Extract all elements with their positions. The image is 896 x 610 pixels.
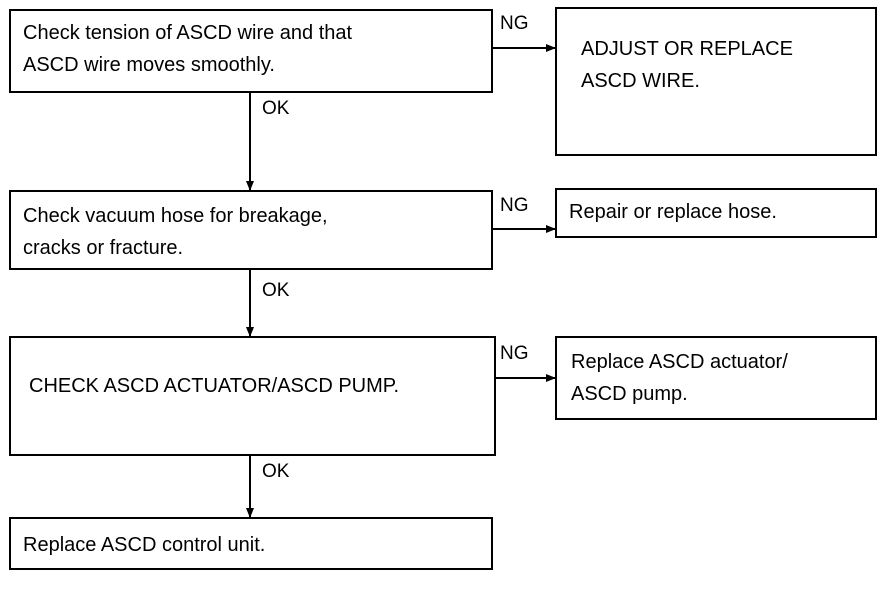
ok-label-3: OK (262, 461, 290, 482)
ng-action-box-2: Repair or replace hose. (555, 188, 877, 238)
ok-label-2: OK (262, 280, 290, 301)
ng-action-box-3: Replace ASCD actuator/ ASCD pump. (555, 336, 877, 420)
ng-label-1: NG (500, 13, 529, 34)
ok-label-1: OK (262, 98, 290, 119)
ng-label-3: NG (500, 343, 529, 364)
check-text-1: Check tension of ASCD wire and that ASCD… (23, 22, 353, 76)
check-box-2: Check vacuum hose for breakage, cracks o… (9, 190, 493, 270)
ng-action-text-3: Replace ASCD actuator/ ASCD pump. (571, 351, 788, 405)
final-action-text: Replace ASCD control unit. (23, 534, 266, 556)
ng-label-2: NG (500, 195, 529, 216)
ng-action-text-1: ADJUST OR REPLACE ASCD WIRE. (581, 38, 793, 92)
ng-action-box-1: ADJUST OR REPLACE ASCD WIRE. (555, 7, 877, 156)
final-action-box: Replace ASCD control unit. (9, 517, 493, 570)
check-box-3: CHECK ASCD ACTUATOR/ASCD PUMP. (9, 336, 496, 456)
check-box-1: Check tension of ASCD wire and that ASCD… (9, 9, 493, 93)
ng-action-text-2: Repair or replace hose. (569, 201, 777, 223)
check-text-3: CHECK ASCD ACTUATOR/ASCD PUMP. (29, 375, 400, 397)
check-text-2: Check vacuum hose for breakage, cracks o… (23, 205, 328, 259)
